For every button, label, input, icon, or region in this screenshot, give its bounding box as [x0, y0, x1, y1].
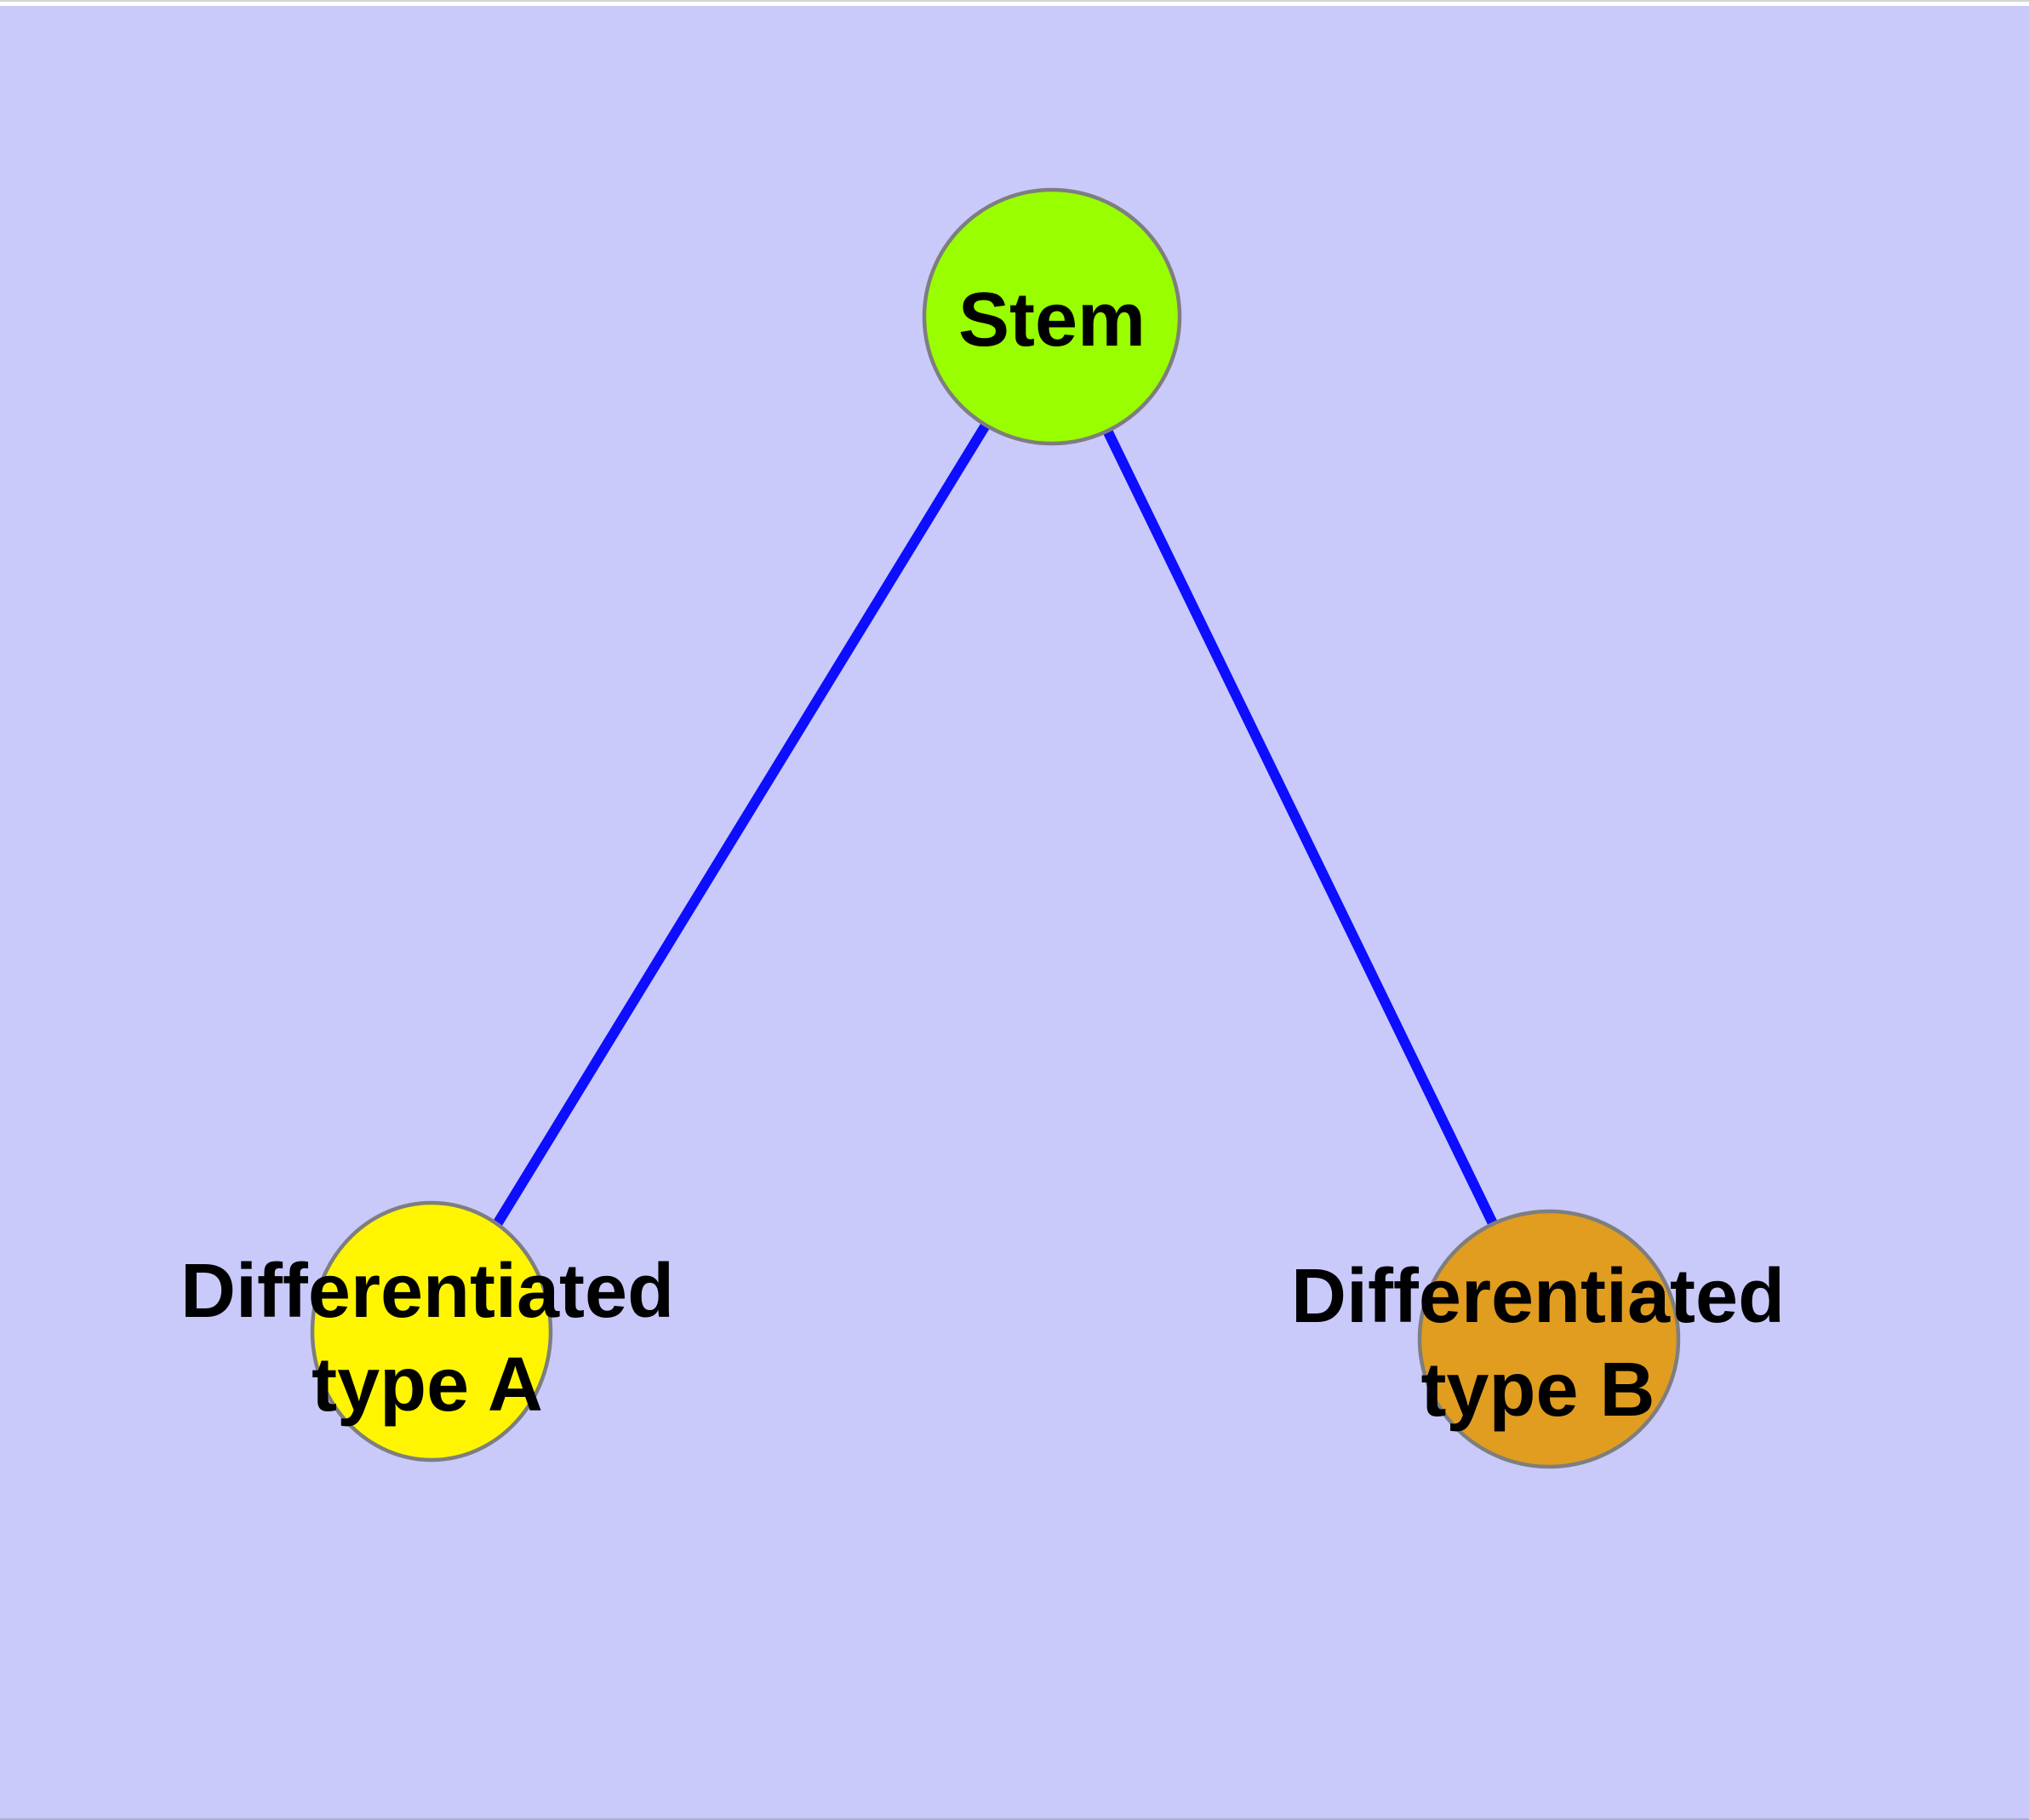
node-label-stem: Stem: [957, 278, 1146, 363]
window-top-edge: [0, 0, 2029, 6]
edge-stem-to-type-b: [1047, 314, 1554, 1342]
edge-stem-to-type-a: [426, 313, 1057, 1335]
node-differentiated-type-a: [310, 1200, 553, 1462]
window-bottom-edge: [0, 1818, 2029, 1820]
node-label-differentiated-type-a: Differentiated type A: [180, 1249, 675, 1428]
node-differentiated-type-b: [1417, 1209, 1681, 1469]
node-stem: [922, 187, 1182, 446]
node-label-differentiated-type-b: Differentiated type B: [1290, 1254, 1786, 1433]
